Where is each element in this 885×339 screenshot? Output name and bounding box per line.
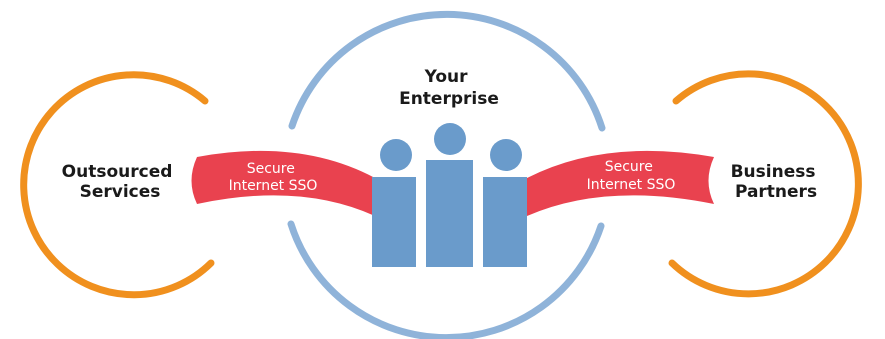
business-partners-ring [668, 70, 862, 298]
left-sso-ribbon-label-line1: Secure [247, 161, 295, 177]
business-partners-label-line1: Business [731, 162, 816, 182]
your-enterprise-label: Your Enterprise [399, 67, 499, 109]
person-left-head-icon [380, 139, 412, 171]
left-sso-ribbon-label-line2: Internet SSO [229, 178, 318, 194]
business-partners-label: Business Partners [731, 162, 822, 202]
enterprise-people-icon [372, 123, 527, 267]
outsourced-services-ring [20, 71, 215, 299]
enterprise-ring-bottom [287, 220, 605, 339]
right-sso-ribbon-label: Secure Internet SSO [587, 159, 676, 193]
your-enterprise-label-line2: Enterprise [399, 89, 499, 109]
outsourced-services-label-line1: Outsourced [62, 162, 173, 182]
right-sso-ribbon [527, 150, 714, 216]
person-center-body-icon [426, 160, 473, 267]
your-enterprise-label-line1: Your [424, 67, 469, 87]
left-sso-ribbon-label: Secure Internet SSO [229, 161, 318, 194]
business-partners-label-line2: Partners [735, 182, 817, 202]
left-sso-ribbon [191, 150, 375, 216]
person-right-body-icon [483, 177, 527, 267]
right-sso-ribbon-label-line2: Internet SSO [587, 177, 676, 193]
person-center-head-icon [434, 123, 466, 155]
outsourced-services-label: Outsourced Services [62, 162, 179, 202]
enterprise-ring-top [288, 10, 606, 132]
right-sso-ribbon-label-line1: Secure [605, 159, 653, 175]
person-left-body-icon [372, 177, 416, 267]
person-right-head-icon [490, 139, 522, 171]
outsourced-services-label-line2: Services [80, 182, 161, 202]
